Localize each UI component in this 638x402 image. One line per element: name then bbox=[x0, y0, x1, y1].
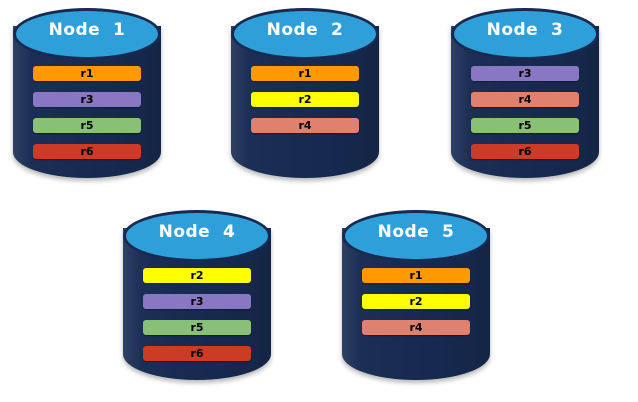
replica-list: r1 r2 r4 bbox=[231, 66, 379, 133]
replica-bar-r5[interactable]: r5 bbox=[143, 320, 251, 335]
replica-bar-r2[interactable]: r2 bbox=[251, 92, 359, 107]
replica-bar-r3[interactable]: r3 bbox=[143, 294, 251, 309]
cylinder-top-icon bbox=[13, 8, 161, 60]
replica-bar-r2[interactable]: r2 bbox=[143, 268, 251, 283]
replica-list: r1 r3 r5 r6 bbox=[13, 66, 161, 159]
node-label: Node 1 bbox=[48, 20, 126, 40]
replica-bar-r1[interactable]: r1 bbox=[362, 268, 470, 283]
replica-bar-r4[interactable]: r4 bbox=[251, 118, 359, 133]
replica-bar-r5[interactable]: r5 bbox=[471, 118, 579, 133]
node-label: Node 2 bbox=[266, 20, 344, 40]
replica-list: r3 r4 r5 r6 bbox=[451, 66, 599, 159]
replica-bar-r4[interactable]: r4 bbox=[471, 92, 579, 107]
node-label: Node 3 bbox=[486, 20, 564, 40]
node-label: Node 4 bbox=[158, 222, 236, 242]
cylinder-top-icon bbox=[123, 210, 271, 262]
replica-bar-r4[interactable]: r4 bbox=[362, 320, 470, 335]
replica-bar-r6[interactable]: r6 bbox=[33, 144, 141, 159]
database-node-1[interactable]: Node 1 r1 r3 r5 r6 bbox=[13, 8, 161, 188]
node-label: Node 5 bbox=[377, 222, 455, 242]
database-node-5[interactable]: Node 5 r1 r2 r4 bbox=[342, 210, 490, 390]
database-node-3[interactable]: Node 3 r3 r4 r5 r6 bbox=[451, 8, 599, 188]
replica-bar-r6[interactable]: r6 bbox=[143, 346, 251, 361]
replica-list: r2 r3 r5 r6 bbox=[123, 268, 271, 361]
replica-bar-r3[interactable]: r3 bbox=[471, 66, 579, 81]
replica-list: r1 r2 r4 bbox=[342, 268, 490, 335]
database-node-2[interactable]: Node 2 r1 r2 r4 bbox=[231, 8, 379, 188]
cylinder-top-icon bbox=[342, 210, 490, 262]
cylinder-top-icon bbox=[231, 8, 379, 60]
replica-bar-r1[interactable]: r1 bbox=[251, 66, 359, 81]
replica-bar-r1[interactable]: r1 bbox=[33, 66, 141, 81]
replica-bar-r3[interactable]: r3 bbox=[33, 92, 141, 107]
replica-bar-r6[interactable]: r6 bbox=[471, 144, 579, 159]
replica-bar-r2[interactable]: r2 bbox=[362, 294, 470, 309]
replica-bar-r5[interactable]: r5 bbox=[33, 118, 141, 133]
cylinder-top-icon bbox=[451, 8, 599, 60]
database-node-4[interactable]: Node 4 r2 r3 r5 r6 bbox=[123, 210, 271, 390]
